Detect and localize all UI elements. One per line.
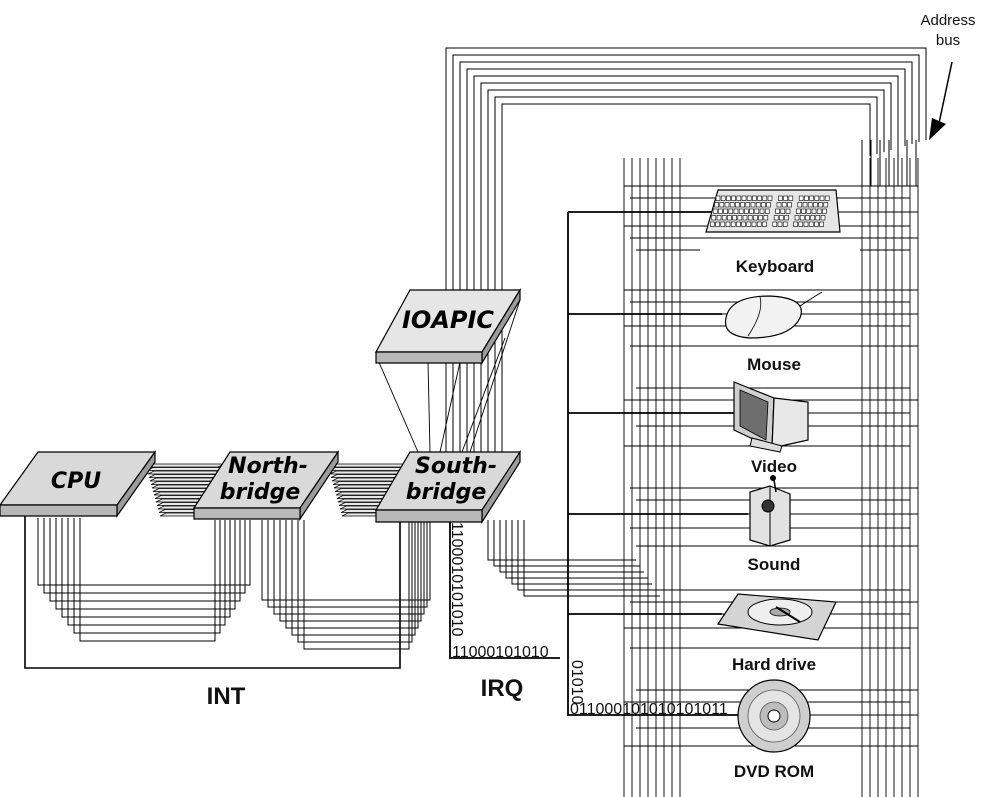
mouse-icon — [724, 291, 823, 339]
video-label: Video — [751, 457, 797, 476]
address-bus-label-line1: Address — [920, 12, 975, 29]
address-bus-label-line2: bus — [936, 32, 960, 49]
northbridge-chip: North- bridge — [192, 450, 340, 521]
arrow-head-icon — [929, 118, 946, 140]
int-bus-label: INT — [207, 683, 246, 710]
address-bus-label-group: Address bus — [920, 12, 976, 140]
ioapic-label: IOAPIC — [402, 306, 494, 334]
hard-drive-label: Hard drive — [732, 655, 816, 674]
cpu-label: CPU — [51, 469, 101, 494]
keyboard-label: Keyboard — [736, 257, 814, 276]
northbridge-label-line2: bridge — [220, 480, 301, 505]
nb-southbridge-wires — [261, 520, 431, 650]
bits-vertical-irq: 01010 — [568, 660, 585, 705]
hard-drive-icon — [716, 593, 837, 641]
southbridge-chip: South- bridge — [374, 449, 522, 525]
ioapic-links — [377, 299, 521, 453]
speaker-icon — [749, 475, 791, 547]
southbridge-label-line1: South- — [415, 454, 497, 479]
ioapic-chip: IOAPIC — [374, 287, 522, 366]
mouse-label: Mouse — [747, 355, 801, 374]
sound-label: Sound — [748, 555, 801, 574]
southbridge-device-wires — [487, 520, 660, 597]
cpu-chip: CPU — [0, 450, 157, 518]
cpu-northbridge-wires — [37, 518, 251, 642]
int-bus-wires — [24, 505, 401, 669]
southbridge-label-line2: bridge — [406, 480, 487, 505]
bits-vertical-south: 1100010101010 — [448, 522, 465, 637]
keyboard-icon — [705, 189, 841, 233]
irq-bus-label: IRQ — [481, 675, 524, 702]
monitor-icon — [733, 381, 809, 453]
dvd-disc-icon — [737, 679, 811, 753]
bits-horizontal-irq: 11000101010 — [452, 644, 549, 661]
address-bus-wires — [445, 47, 927, 452]
irq-bus-wires — [449, 211, 748, 716]
dvd-rom-label: DVD ROM — [734, 762, 814, 781]
bits-dvd-row: 011000101010101011 — [570, 701, 728, 718]
northbridge-label-line1: North- — [228, 454, 308, 479]
bit-streams: 1100010101010 11000101010 01010 01100010… — [448, 522, 728, 718]
